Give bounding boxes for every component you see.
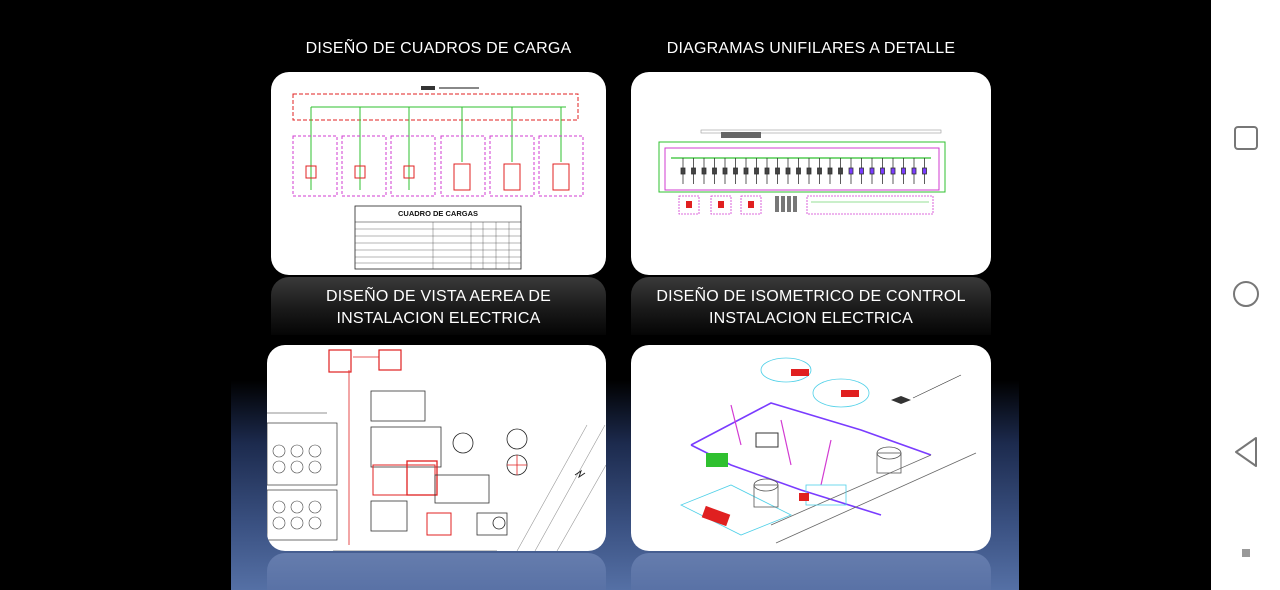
image-viewer: DISEÑO DE CUADROS DE CARGA DIAGRAMAS UNI… [231,40,1019,590]
dot-icon [1241,549,1250,557]
diagram-breaker [901,167,906,175]
caption-vista-aerea-line2: INSTALACION ELECTRICA [336,310,541,327]
caption-isometrico-line2: INSTALACION ELECTRICA [709,310,913,327]
aerial-view-image [267,345,606,551]
diagram-breaker [859,167,864,175]
load-table-title: CUADRO DE CARGAS [398,209,478,218]
diagram-breaker [775,167,780,175]
diagram-breaker [838,167,843,175]
single-line-diagram-image [631,72,991,275]
reflection-right [631,553,991,590]
menu-button[interactable] [1211,531,1280,575]
reflection-left [267,553,606,590]
caption-vista-aerea: DISEÑO DE VISTA AEREA DE INSTALACION ELE… [271,286,606,330]
diagram-breaker [848,167,854,175]
diagram-breaker [701,167,707,175]
diagram-breaker [733,167,738,175]
caption-band-left [271,277,606,335]
system-navigation-bar [1211,0,1280,590]
caption-isometrico-line1: DISEÑO DE ISOMETRICO DE CONTROL [656,288,966,305]
diagram-breaker [754,167,759,175]
square-icon [1233,126,1258,150]
diagram-breaker [880,167,885,175]
diagram-breaker [796,167,801,175]
circle-icon [1232,281,1259,307]
caption-diagramas-unifilares: DIAGRAMAS UNIFILARES A DETALLE [666,40,956,57]
recents-button[interactable] [1211,116,1280,160]
triangle-back-icon [1234,437,1257,467]
diagram-breaker [817,167,822,175]
diagram-breaker [890,167,896,175]
caption-vista-aerea-line1: DISEÑO DE VISTA AEREA DE [325,288,552,305]
diagram-breaker [743,167,749,175]
diagram-breaker [922,167,927,175]
diagram-breaker [827,167,833,175]
diagram-breaker [869,167,875,175]
diagram-breaker [785,167,791,175]
diagram-breaker [712,167,717,175]
diagram-breaker [806,167,812,175]
caption-isometrico-control: DISEÑO DE ISOMETRICO DE CONTROL INSTALAC… [631,286,991,330]
load-panel-design-image: CUADRO DE CARGAS [271,72,606,275]
home-button[interactable] [1211,272,1280,316]
isometric-control-image [631,345,991,551]
caption-cuadros-de-carga: DISEÑO DE CUADROS DE CARGA [305,40,572,57]
diagram-breaker [911,167,917,175]
back-button[interactable] [1211,430,1280,474]
caption-band-right [631,277,991,335]
diagram-breaker [680,167,686,175]
diagram-breaker [691,167,696,175]
diagram-breaker [764,167,770,175]
diagram-breaker [722,167,728,175]
